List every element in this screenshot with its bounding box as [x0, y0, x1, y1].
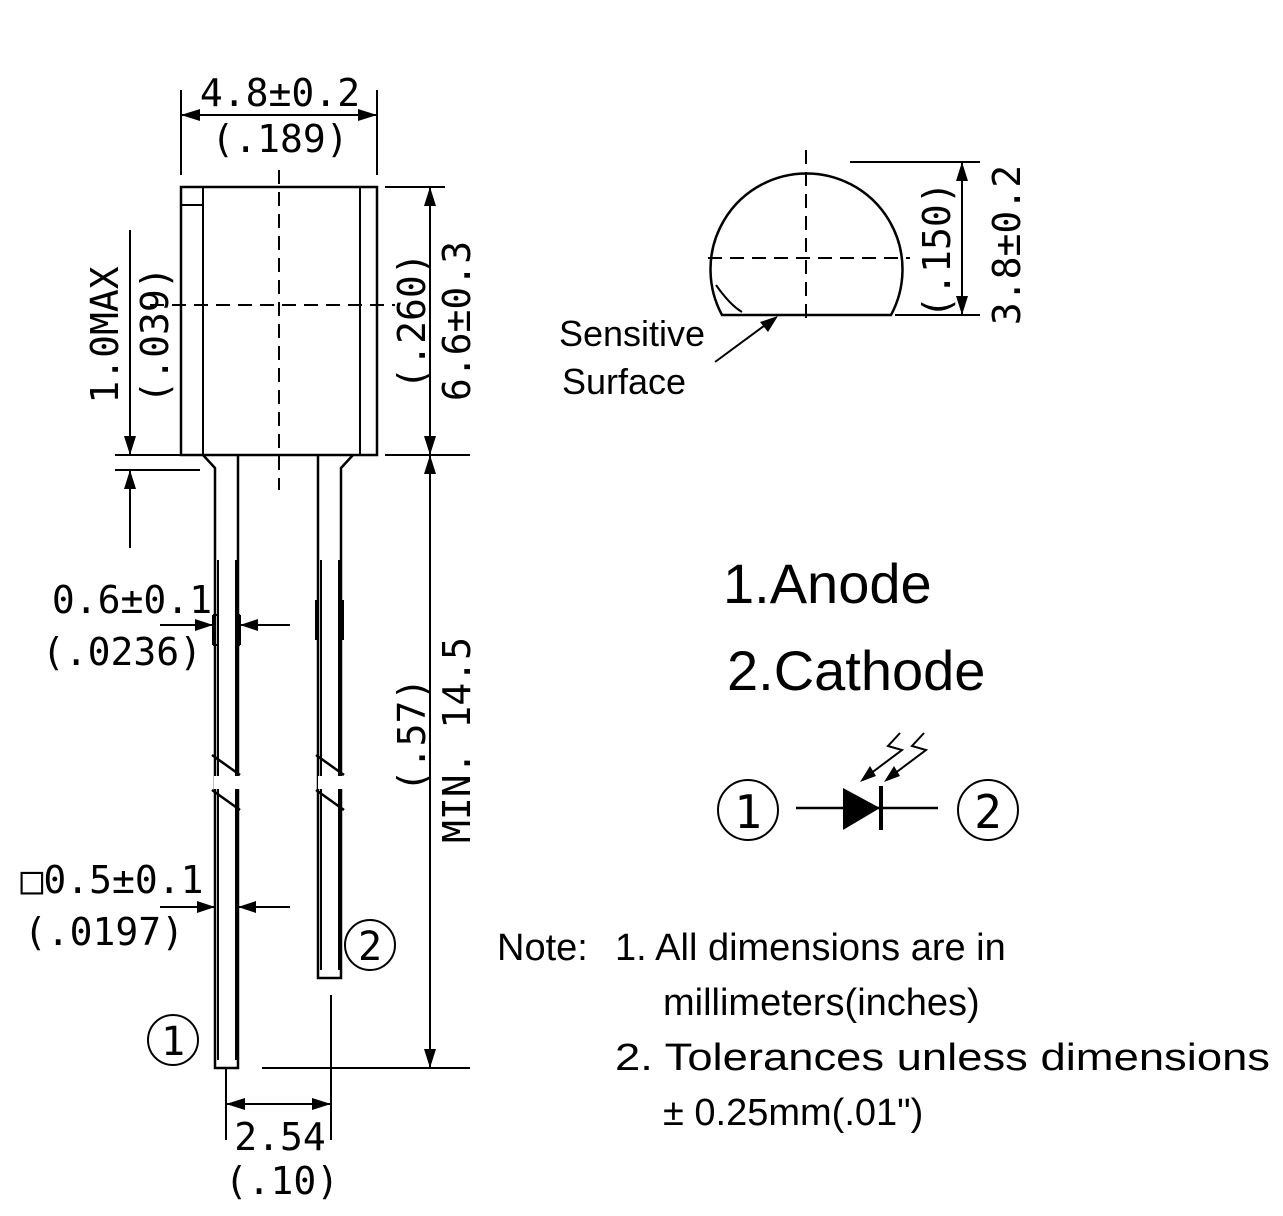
component-body [150, 170, 395, 490]
top-dia-in: (.150) [915, 181, 959, 318]
pin-1-marker: 1 [147, 1014, 199, 1066]
lead-2 [315, 454, 354, 980]
pin-1-number: 1 [161, 1019, 185, 1065]
pin-2-number: 2 [358, 924, 382, 970]
pin-legend-anode: 1.Anode [723, 552, 932, 615]
lead-square-mm: □0.5±0.1 [20, 858, 203, 902]
dim-lead-shoulder: 0.6±0.1 (.0236) [42, 578, 290, 674]
dim-pitch: 2.54 (.10) [225, 995, 339, 1203]
dim-body-width: 4.8±0.2 (.189) [180, 71, 378, 175]
dim-lead-length: (.57) MIN. 14.5 [262, 455, 479, 1069]
note-2-line-1: 2. Tolerances unless dimensions [615, 1037, 1270, 1079]
lead-length-mm: MIN. 14.5 [435, 637, 479, 843]
sensitive-label-line2: Surface [562, 361, 686, 402]
lead-length-in: (.57) [390, 678, 434, 792]
pin-2-marker: 2 [344, 919, 396, 971]
symbol-pin-1: 1 [734, 785, 762, 839]
dim-flange-max: 1.0MAX (.039) [83, 230, 200, 548]
sensitive-label-line1: Sensitive [559, 313, 705, 354]
lead-1 [202, 454, 242, 1070]
pin-legend-cathode: 2.Cathode [727, 639, 985, 702]
lead-shoulder-mm: 0.6±0.1 [52, 578, 212, 622]
body-height-in: (.260) [390, 252, 434, 389]
flange-max-mm: 1.0MAX [83, 266, 127, 403]
top-view: (.150) 3.8±0.2 Sensitive Surface [559, 150, 1029, 402]
top-dia-mm: 3.8±0.2 [985, 165, 1029, 325]
lead-square-in: (.0197) [24, 910, 184, 954]
body-width-mm: 4.8±0.2 [200, 71, 360, 115]
symbol-pin-2: 2 [974, 785, 1002, 839]
note-1-line-1: 1. All dimensions are in [615, 927, 1006, 969]
flange-max-in: (.039) [133, 266, 177, 403]
dim-body-height: (.260) 6.6±0.3 [385, 186, 479, 456]
pitch-mm: 2.54 [234, 1115, 326, 1159]
note-1-line-2: millimeters(inches) [663, 982, 980, 1024]
body-width-in: (.189) [211, 117, 348, 161]
photodiode-symbol: 1 2 [717, 732, 1019, 841]
note-2-line-2: ± 0.25mm(.01") [663, 1092, 923, 1134]
body-height-mm: 6.6±0.3 [435, 241, 479, 401]
dim-lead-square: □0.5±0.1 (.0197) [20, 858, 290, 954]
notes: Note: 1. All dimensions are in millimete… [497, 927, 1270, 1134]
lead-shoulder-in: (.0236) [42, 630, 202, 674]
note-prefix: Note: [497, 927, 588, 969]
pitch-in: (.10) [225, 1159, 339, 1203]
